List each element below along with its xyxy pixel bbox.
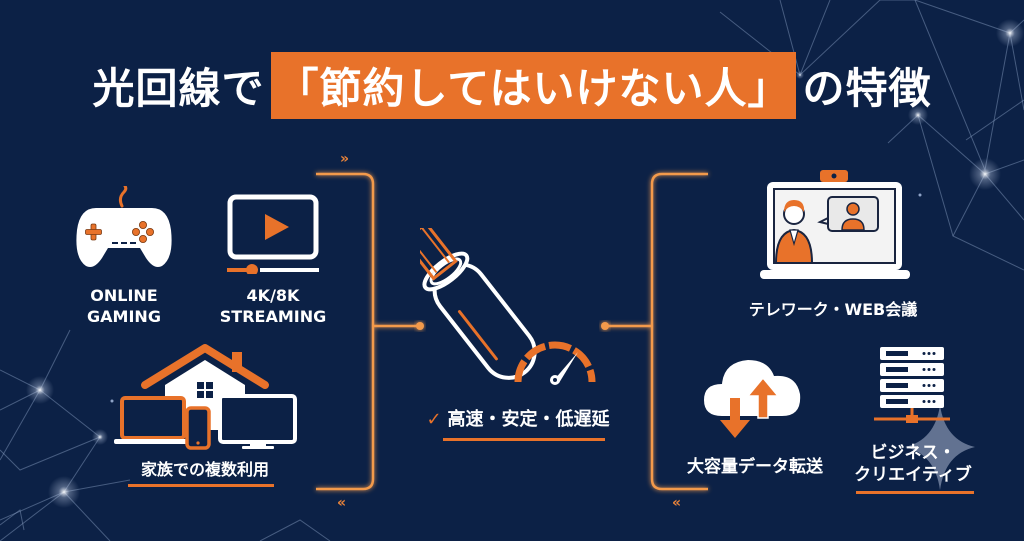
video-play-icon <box>227 194 319 274</box>
business-creative-label: ビジネス・ クリエイティブ <box>854 443 972 485</box>
business-underline <box>856 491 974 494</box>
chevron-left-icon: « <box>337 495 346 511</box>
checkmark-icon: ✓ <box>426 409 442 430</box>
telework-label: テレワーク・WEB会議 <box>748 300 918 319</box>
title-suffix: の特徴 <box>802 64 932 113</box>
data-transfer-label: 大容量データ転送 <box>687 457 823 477</box>
chevron-left-icon: « <box>672 495 681 511</box>
family-use-label: 家族での複数利用 <box>140 460 269 479</box>
online-gaming-label: ONLINE GAMING <box>87 286 161 326</box>
title-highlight: 「節約してはいけない人」 <box>270 52 797 119</box>
family-underline <box>128 484 274 487</box>
center-underline <box>443 438 605 441</box>
speedometer-icon <box>514 341 596 385</box>
server-icon <box>874 347 950 423</box>
cloud-transfer-icon <box>704 360 801 438</box>
fiber-cable-icon <box>420 228 537 380</box>
center-benefit-label: ✓高速・安定・低遅延 <box>426 409 610 430</box>
gamepad-icon <box>76 186 172 267</box>
video-conference-icon <box>760 170 910 279</box>
streaming-label: 4K/8K STREAMING <box>219 286 327 326</box>
house-devices-icon <box>114 344 297 450</box>
chevron-right-icon: » <box>340 151 349 167</box>
page-title: 光回線で 「節約してはいけない人」 の特徴 <box>0 52 1024 119</box>
title-prefix: 光回線で <box>92 64 265 113</box>
